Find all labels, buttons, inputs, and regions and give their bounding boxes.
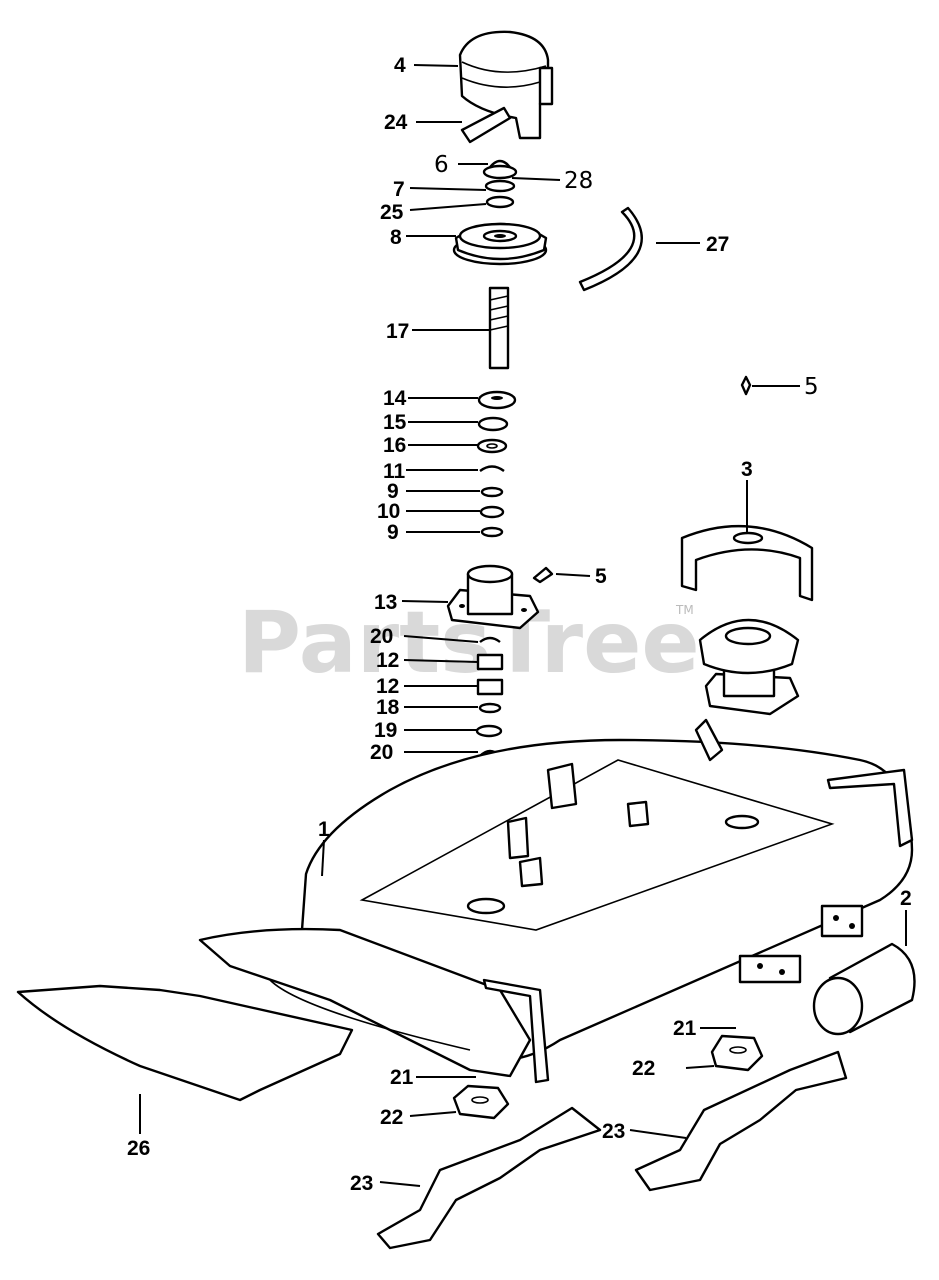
- callout-8: 8: [390, 226, 402, 249]
- callout-28: 28: [564, 168, 593, 194]
- leader-lines: [139, 64, 907, 1187]
- callout-3: 3: [741, 458, 753, 481]
- callout-15: 15: [383, 411, 407, 434]
- callout-23-right: 23: [602, 1120, 625, 1143]
- callout-27: 27: [706, 233, 729, 256]
- callout-1: 1: [318, 818, 330, 841]
- part-spindle-housing: [446, 564, 540, 630]
- part-lower-bearing-stack: [475, 636, 504, 757]
- callout-23-left: 23: [350, 1172, 373, 1195]
- part-nut-washers: [482, 159, 518, 209]
- callout-11: 11: [383, 460, 406, 483]
- callout-5-top: 5: [804, 374, 819, 400]
- part-pulley-top: [452, 222, 548, 266]
- callout-10: 10: [377, 500, 400, 523]
- watermark-trademark: TM: [675, 603, 694, 617]
- part-blade-adapter-right: [710, 1034, 764, 1072]
- part-blade-left: [376, 1106, 602, 1250]
- part-roller: [812, 942, 916, 1036]
- callout-2: 2: [900, 887, 912, 910]
- part-spindle-shaft: [488, 286, 510, 370]
- part-tube: [460, 106, 512, 144]
- callout-9-upper: 9: [387, 480, 399, 503]
- callout-12-upper: 12: [376, 649, 399, 672]
- callout-14: 14: [383, 387, 407, 410]
- part-pin: [532, 375, 752, 584]
- callout-16: 16: [383, 434, 406, 457]
- callout-25: 25: [380, 201, 404, 224]
- part-bearing-stack: [476, 390, 517, 538]
- callout-21-right: 21: [673, 1017, 697, 1040]
- callout-26: 26: [127, 1137, 150, 1160]
- callout-13: 13: [374, 591, 397, 614]
- callout-labels: 4 24 6 28 7 25 8 27 17 5 14 15 16 11 9 1…: [127, 54, 912, 1195]
- part-belt-guard: [458, 30, 554, 140]
- callout-22-right: 22: [632, 1057, 655, 1080]
- callout-24: 24: [384, 111, 408, 134]
- part-blade-right: [634, 1050, 848, 1192]
- part-belt: [578, 206, 643, 292]
- callout-18: 18: [376, 696, 400, 719]
- callout-21-left: 21: [390, 1066, 414, 1089]
- callout-6: 6: [434, 152, 449, 178]
- callout-4: 4: [394, 54, 406, 77]
- parts: [16, 30, 916, 1250]
- part-deck: [198, 718, 914, 1084]
- callout-20-upper: 20: [370, 625, 393, 648]
- part-right-guard: [680, 524, 814, 602]
- callout-7: 7: [393, 178, 405, 201]
- callout-17: 17: [386, 320, 409, 343]
- callout-12-lower: 12: [376, 675, 399, 698]
- callout-5-mid: 5: [595, 565, 607, 588]
- part-right-spindle: [698, 618, 800, 716]
- callout-20-lower: 20: [370, 741, 393, 764]
- callout-22-left: 22: [380, 1106, 403, 1129]
- callout-19: 19: [374, 719, 397, 742]
- part-chute-deflector: [16, 984, 354, 1102]
- part-blade-adapter-left: [452, 1084, 510, 1120]
- callout-9-lower: 9: [387, 521, 399, 544]
